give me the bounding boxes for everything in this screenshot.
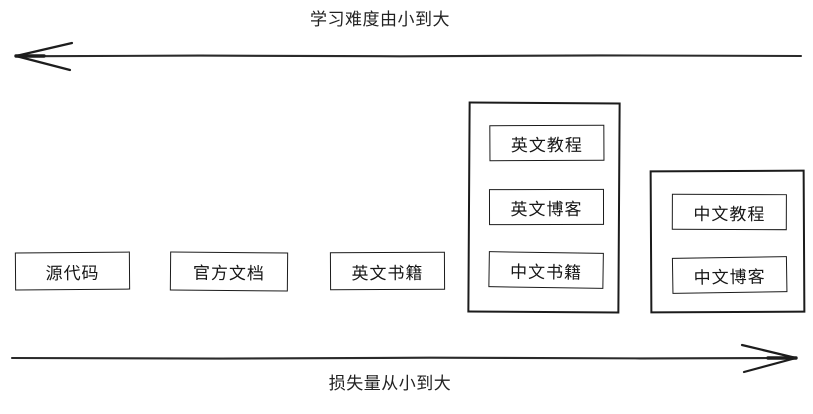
node-english-tutorial[interactable]: 英文教程 bbox=[489, 124, 605, 162]
bottom-axis-label: 损失量从小到大 bbox=[328, 374, 452, 394]
node-english-blog[interactable]: 英文博客 bbox=[488, 188, 605, 226]
group-chinese-media: 中文教程 中文博客 bbox=[649, 169, 806, 314]
node-english-books[interactable]: 英文书籍 bbox=[329, 251, 446, 291]
bottom-axis bbox=[10, 343, 798, 374]
top-axis bbox=[14, 41, 803, 72]
group-english-media: 英文教程 英文博客 中文书籍 bbox=[467, 101, 621, 314]
node-source-code[interactable]: 源代码 bbox=[14, 251, 131, 291]
node-chinese-tutorial[interactable]: 中文教程 bbox=[671, 193, 787, 231]
top-axis-label: 学习难度由小到大 bbox=[310, 10, 450, 30]
node-chinese-books[interactable]: 中文书籍 bbox=[488, 251, 604, 289]
node-chinese-blog[interactable]: 中文博客 bbox=[671, 256, 788, 294]
node-official-docs[interactable]: 官方文档 bbox=[169, 251, 289, 292]
